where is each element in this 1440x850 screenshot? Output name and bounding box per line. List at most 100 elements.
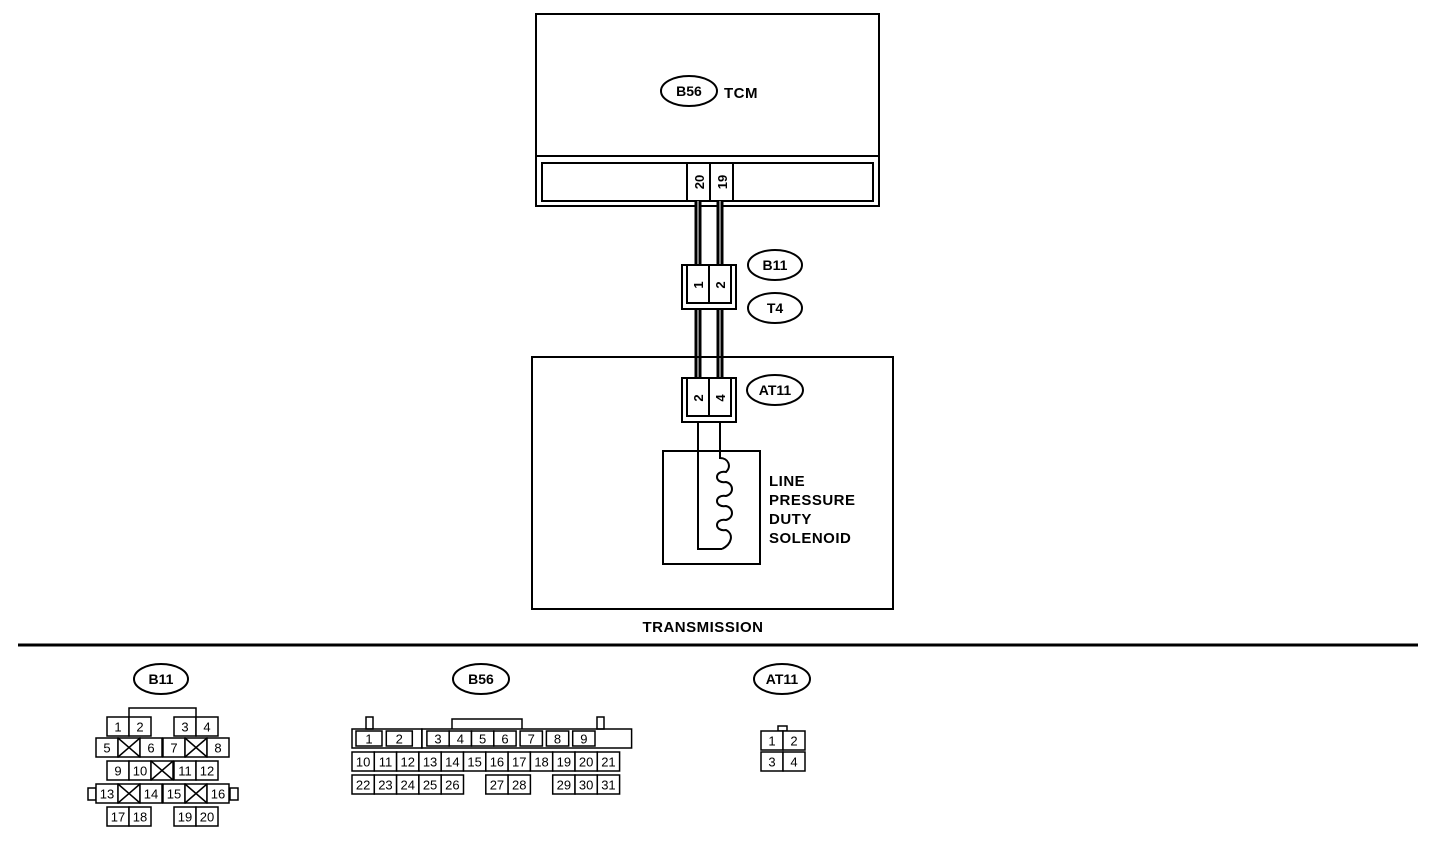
b56-pin-label: 29 bbox=[557, 778, 571, 793]
at11-pin-cell bbox=[782, 751, 806, 772]
b56-pin-label: 18 bbox=[534, 755, 548, 770]
b56-pin-cell bbox=[545, 730, 570, 747]
b11-pin-label: 17 bbox=[111, 810, 125, 825]
tcm-connector-tag: B56 bbox=[676, 83, 702, 99]
b56-view-tag-oval bbox=[452, 663, 510, 695]
b56-pin-label: 10 bbox=[356, 755, 370, 770]
b11-pin-label: 12 bbox=[200, 764, 214, 779]
at11-pin-4: 4 bbox=[713, 394, 728, 402]
b11-blank-cross bbox=[117, 737, 141, 758]
b56-pin-label: 13 bbox=[423, 755, 437, 770]
solenoid-label-line4: SOLENOID bbox=[769, 530, 851, 547]
b11-pin-label: 7 bbox=[170, 741, 177, 756]
b56-pin-label: 14 bbox=[445, 755, 459, 770]
b56-pin-cell bbox=[571, 730, 596, 747]
b11-pin-cell bbox=[139, 737, 163, 758]
b11-pin-label: 11 bbox=[178, 764, 192, 779]
b56-pin-cell bbox=[493, 730, 517, 747]
b56-pin-label: 2 bbox=[396, 732, 403, 747]
b56-pin-label: 7 bbox=[528, 732, 535, 747]
b56-tab bbox=[365, 716, 374, 730]
at11-view-tag: AT11 bbox=[766, 671, 799, 687]
b11-pin-label: 20 bbox=[200, 810, 214, 825]
harness-tag-top: B11 bbox=[763, 257, 788, 273]
b11-pin-label: 4 bbox=[203, 720, 210, 735]
b11-pin-label: 10 bbox=[133, 764, 147, 779]
solenoid-box bbox=[662, 450, 761, 565]
b11-blank-cross bbox=[184, 783, 208, 804]
b56-pin-label: 17 bbox=[512, 755, 526, 770]
b56-pin-label: 26 bbox=[445, 778, 459, 793]
b56-pin-cell bbox=[440, 774, 465, 795]
b56-tab bbox=[596, 716, 605, 730]
b11-pin-label: 1 bbox=[114, 720, 121, 735]
tcm-pin-19: 19 bbox=[715, 175, 730, 189]
tcm-unit: 20 19 B56 TCM bbox=[535, 13, 880, 207]
b11-view-tag: B11 bbox=[149, 671, 174, 687]
b56-pin-cell bbox=[596, 774, 621, 795]
b11-pin-cell bbox=[128, 716, 152, 737]
at11-pin-label: 4 bbox=[790, 755, 797, 770]
b56-pin-label: 31 bbox=[601, 778, 615, 793]
b56-pin-label: 4 bbox=[457, 732, 464, 747]
b11-view-tag-oval bbox=[133, 663, 189, 695]
b56-pin-label: 16 bbox=[490, 755, 504, 770]
solenoid-label-line1: LINE bbox=[769, 473, 805, 490]
harness-tag-bottom-oval bbox=[747, 292, 803, 324]
b56-pin-label: 27 bbox=[490, 778, 504, 793]
b56-pin-label: 30 bbox=[579, 778, 593, 793]
at11-pin-2: 2 bbox=[691, 394, 706, 401]
harness-connector: 1 2 B11 T4 bbox=[681, 249, 803, 324]
b11-pin-label: 5 bbox=[103, 741, 110, 756]
tcm-connector-tag-oval bbox=[660, 75, 718, 107]
b11-pin-cell bbox=[206, 737, 230, 758]
b56-pin-cell bbox=[355, 730, 383, 747]
solenoid-label-line2: PRESSURE bbox=[769, 492, 856, 509]
b11-blank-cross bbox=[117, 783, 141, 804]
b56-view-tag: B56 bbox=[468, 671, 494, 687]
at11-pin-cell bbox=[782, 730, 806, 751]
b56-pin-label: 21 bbox=[601, 755, 615, 770]
harness-pin-2: 2 bbox=[713, 281, 728, 288]
b56-pin-label: 11 bbox=[379, 755, 393, 770]
b11-pin-label: 19 bbox=[178, 810, 192, 825]
b11-pin-cell bbox=[206, 783, 230, 804]
harness-pin-1: 1 bbox=[691, 281, 706, 288]
transmission-label: TRANSMISSION bbox=[642, 619, 763, 636]
b11-pin-cell bbox=[195, 760, 219, 781]
at11-pin-label: 3 bbox=[768, 755, 775, 770]
b11-pin-label: 14 bbox=[144, 787, 158, 802]
at11-pin-label: 2 bbox=[790, 734, 797, 749]
at11-pin-label: 1 bbox=[768, 734, 775, 749]
solenoid-coil bbox=[716, 422, 733, 550]
at11-tag-oval bbox=[746, 374, 804, 406]
b11-pin-cell bbox=[139, 783, 163, 804]
b56-pin-label: 1 bbox=[365, 732, 372, 747]
b56-pin-label: 15 bbox=[467, 755, 481, 770]
b11-latch bbox=[128, 707, 197, 717]
b56-pin-label: 22 bbox=[356, 778, 370, 793]
b11-pin-label: 9 bbox=[114, 764, 121, 779]
b11-side-tab bbox=[229, 787, 239, 801]
b56-pin-label: 20 bbox=[579, 755, 593, 770]
b56-pin-label: 24 bbox=[401, 778, 415, 793]
tcm-label: TCM bbox=[724, 85, 758, 102]
b56-pin-label: 25 bbox=[423, 778, 437, 793]
b56-pin-label: 23 bbox=[378, 778, 392, 793]
at11-view-tag-oval bbox=[753, 663, 811, 695]
tcm-box bbox=[535, 13, 880, 207]
b56-pin-cell bbox=[519, 730, 544, 747]
b56-pin-label: 8 bbox=[554, 732, 561, 747]
transmission-unit: TRANSMISSION 2 4 AT11 LINE PRESSURE DUTY… bbox=[531, 356, 894, 636]
solenoid-label-line3: DUTY bbox=[769, 511, 812, 528]
b11-pin-label: 8 bbox=[214, 741, 221, 756]
b56-pin-label: 12 bbox=[401, 755, 415, 770]
b56-pin-label: 5 bbox=[479, 732, 486, 747]
b56-latch bbox=[451, 718, 523, 729]
